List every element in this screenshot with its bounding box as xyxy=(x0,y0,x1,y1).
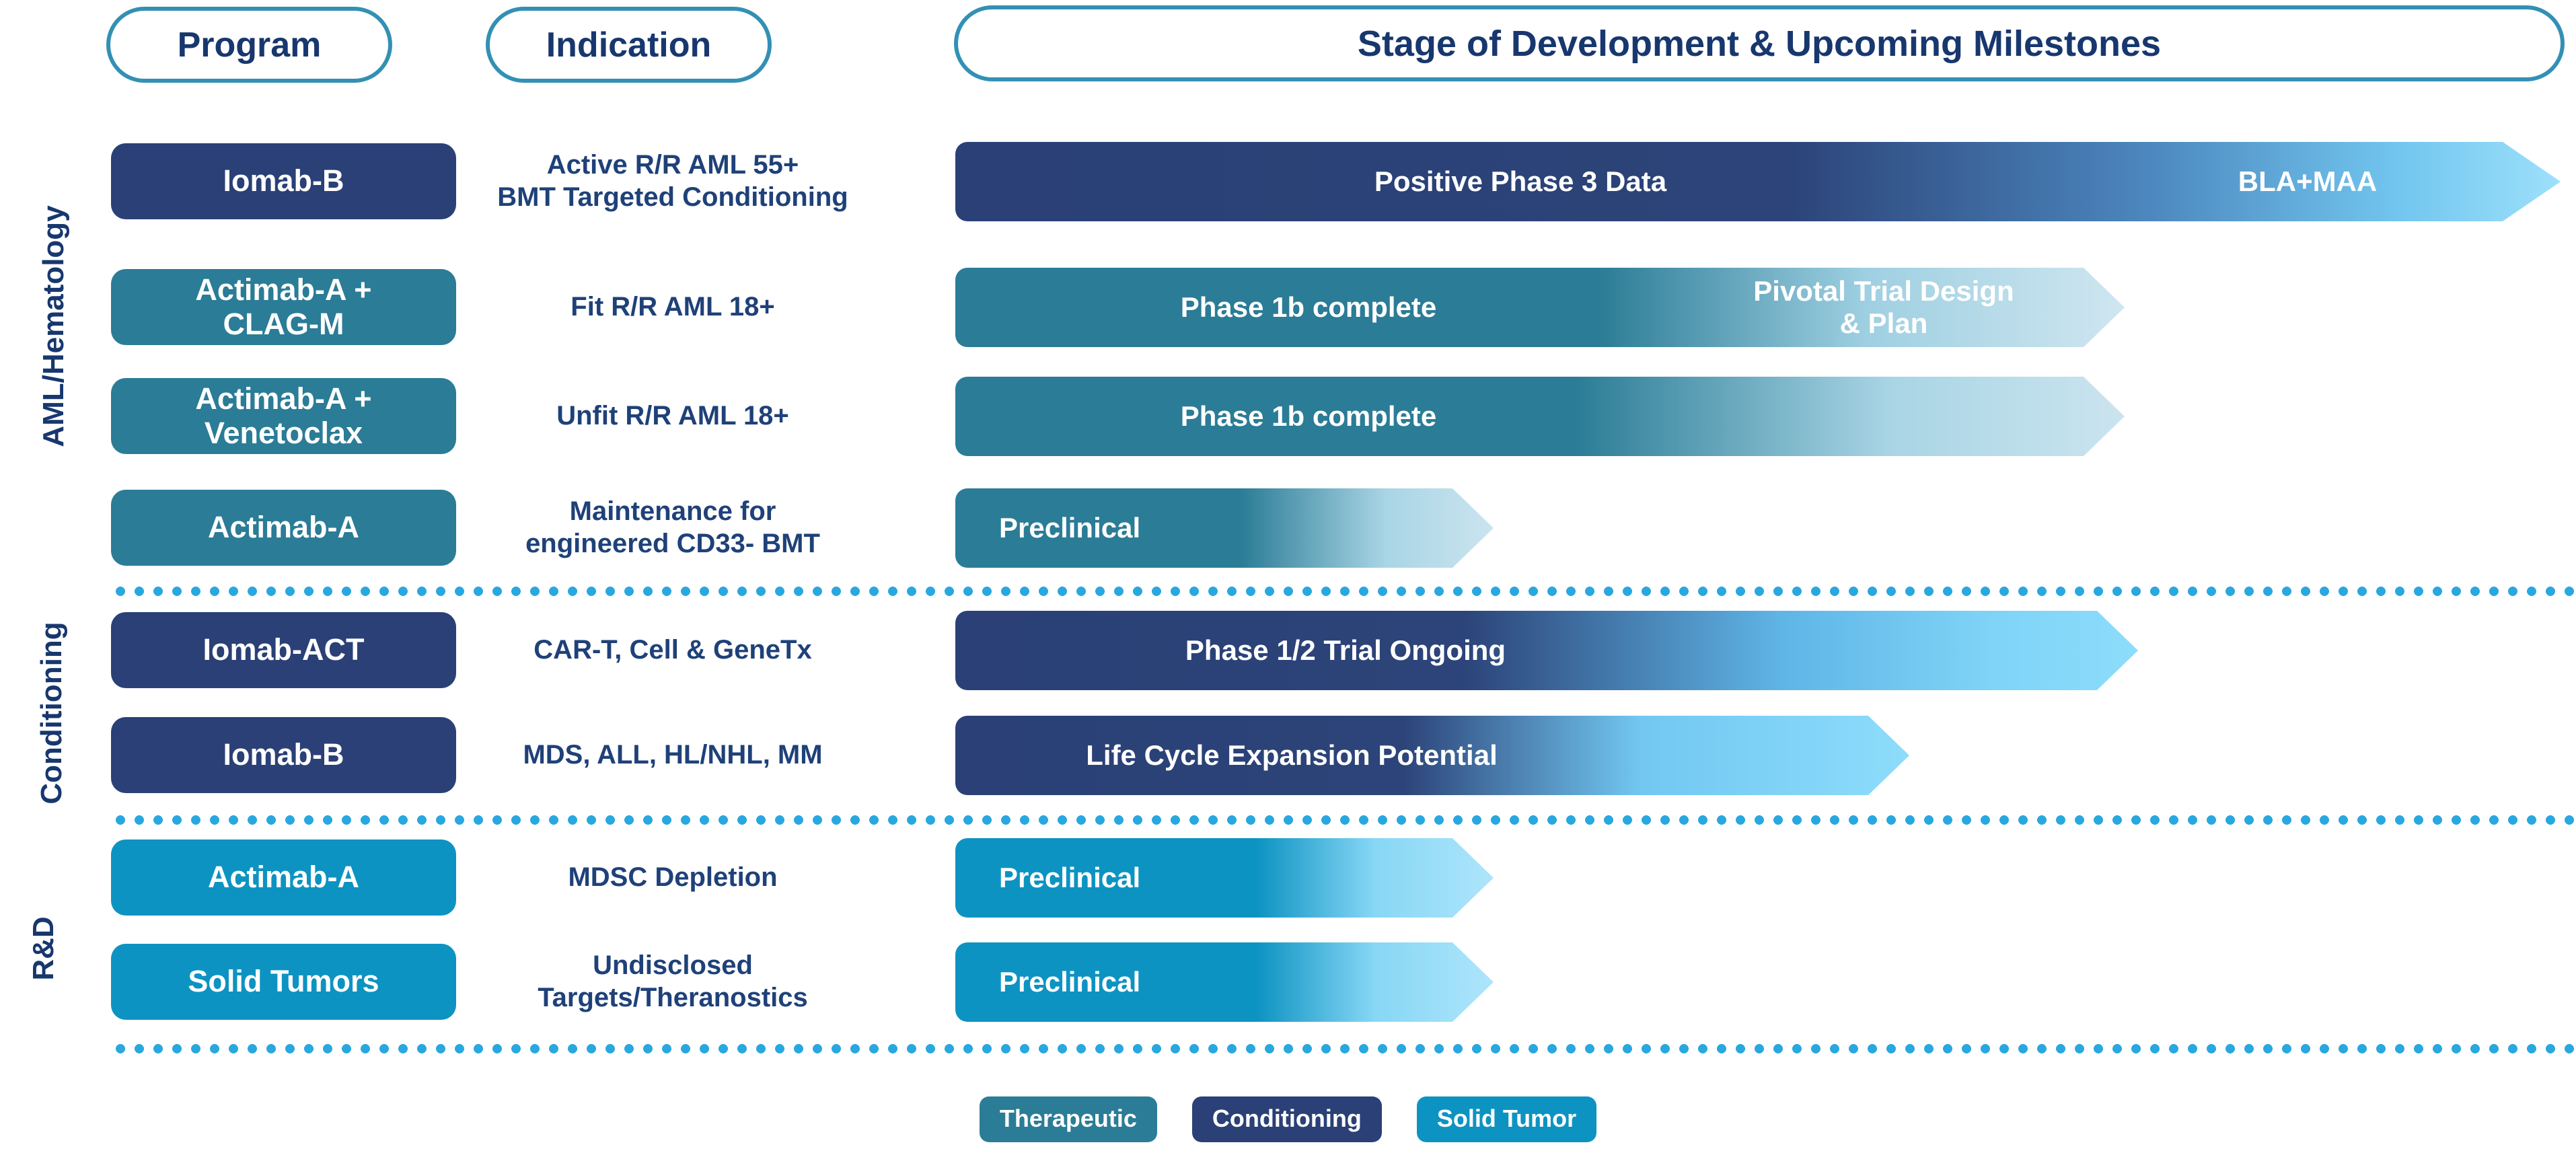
program-label: Solid Tumors xyxy=(188,964,379,999)
program-label: Actimab-A xyxy=(207,510,360,545)
indication-line-1: MDS, ALL, HL/NHL, MM xyxy=(523,739,823,770)
program-box-actimab-a-clag-m[interactable]: Actimab-A + CLAG-M xyxy=(111,269,456,345)
stage-bar-actimab-a-clag-m xyxy=(955,268,2139,347)
legend-label: Therapeutic xyxy=(999,1105,1137,1132)
indication-actimab-a-mdsc: MDSC Depletion xyxy=(471,840,875,916)
legend-label: Solid Tumor xyxy=(1436,1105,1577,1132)
indication-solid-tumors: Undisclosed Targets/Theranostics xyxy=(471,944,875,1020)
indication-iomab-b-aml: Active R/R AML 55+ BMT Targeted Conditio… xyxy=(471,143,875,219)
stage-bar-actimab-a-mdsc xyxy=(955,838,1514,918)
section-divider-1 xyxy=(111,587,2576,596)
program-label: Iomab-B xyxy=(223,163,344,198)
program-label: Iomab-B xyxy=(223,737,344,772)
header-stage: Stage of Development & Upcoming Mileston… xyxy=(954,5,2565,81)
section-label-aml-hematology: AML/Hematology xyxy=(37,205,70,447)
legend-item-therapeutic[interactable]: Therapeutic xyxy=(979,1096,1157,1142)
program-box-actimab-a-maintenance[interactable]: Actimab-A xyxy=(111,490,456,566)
header-indication-label: Indication xyxy=(546,25,712,65)
legend-item-conditioning[interactable]: Conditioning xyxy=(1191,1096,1382,1142)
section-label-conditioning: Conditioning xyxy=(35,622,68,805)
header-program: Program xyxy=(106,7,392,83)
legend-label: Conditioning xyxy=(1212,1105,1362,1132)
program-label: Actimab-A + CLAG-M xyxy=(195,272,372,341)
section-divider-3 xyxy=(111,1044,2576,1053)
indication-iomab-b-conditioning: MDS, ALL, HL/NHL, MM xyxy=(471,717,875,793)
indication-line-1: Undisclosed Targets/Theranostics xyxy=(538,951,808,1012)
indication-line-1: Unfit R/R AML 18+ xyxy=(556,400,789,431)
indication-iomab-act: CAR-T, Cell & GeneTx xyxy=(471,612,875,688)
stage-bar-iomab-b-aml xyxy=(955,142,2570,221)
indication-line-1: MDSC Depletion xyxy=(568,862,778,892)
section-divider-2 xyxy=(111,815,2576,825)
indication-line-1: Maintenance for engineered CD33- BMT xyxy=(525,496,820,558)
program-label: Iomab-ACT xyxy=(203,632,365,667)
indication-actimab-a-venetoclax: Unfit R/R AML 18+ xyxy=(471,378,875,454)
header-stage-label: Stage of Development & Upcoming Mileston… xyxy=(1357,23,2162,64)
indication-actimab-a-maintenance: Maintenance for engineered CD33- BMT xyxy=(471,490,875,566)
stage-bar-actimab-a-venetoclax xyxy=(955,377,2139,456)
indication-actimab-a-clag-m: Fit R/R AML 18+ xyxy=(471,269,875,345)
section-label-rd: R&D xyxy=(27,916,60,981)
program-label: Actimab-A + Venetoclax xyxy=(195,381,372,450)
program-box-iomab-b-aml[interactable]: Iomab-B xyxy=(111,143,456,219)
program-label: Actimab-A xyxy=(207,860,360,895)
program-box-solid-tumors[interactable]: Solid Tumors xyxy=(111,944,456,1020)
header-indication: Indication xyxy=(486,7,772,83)
indication-line-1: Fit R/R AML 18+ xyxy=(571,291,775,322)
program-box-actimab-a-mdsc[interactable]: Actimab-A xyxy=(111,840,456,916)
program-box-iomab-act[interactable]: Iomab-ACT xyxy=(111,612,456,688)
header-program-label: Program xyxy=(177,25,322,65)
stage-bar-solid-tumors xyxy=(955,942,1514,1022)
program-box-actimab-a-venetoclax[interactable]: Actimab-A + Venetoclax xyxy=(111,378,456,454)
stage-bar-iomab-act xyxy=(955,611,2160,690)
legend: Therapeutic Conditioning Solid Tumor xyxy=(0,1096,2576,1142)
stage-bar-iomab-b-conditioning xyxy=(955,716,1931,795)
indication-line-1: CAR-T, Cell & GeneTx xyxy=(533,634,812,665)
legend-item-solid-tumor[interactable]: Solid Tumor xyxy=(1416,1096,1597,1142)
program-box-iomab-b-conditioning[interactable]: Iomab-B xyxy=(111,717,456,793)
indication-line-1: Active R/R AML 55+ BMT Targeted Conditio… xyxy=(497,150,848,212)
stage-bar-actimab-a-maintenance xyxy=(955,488,1514,568)
